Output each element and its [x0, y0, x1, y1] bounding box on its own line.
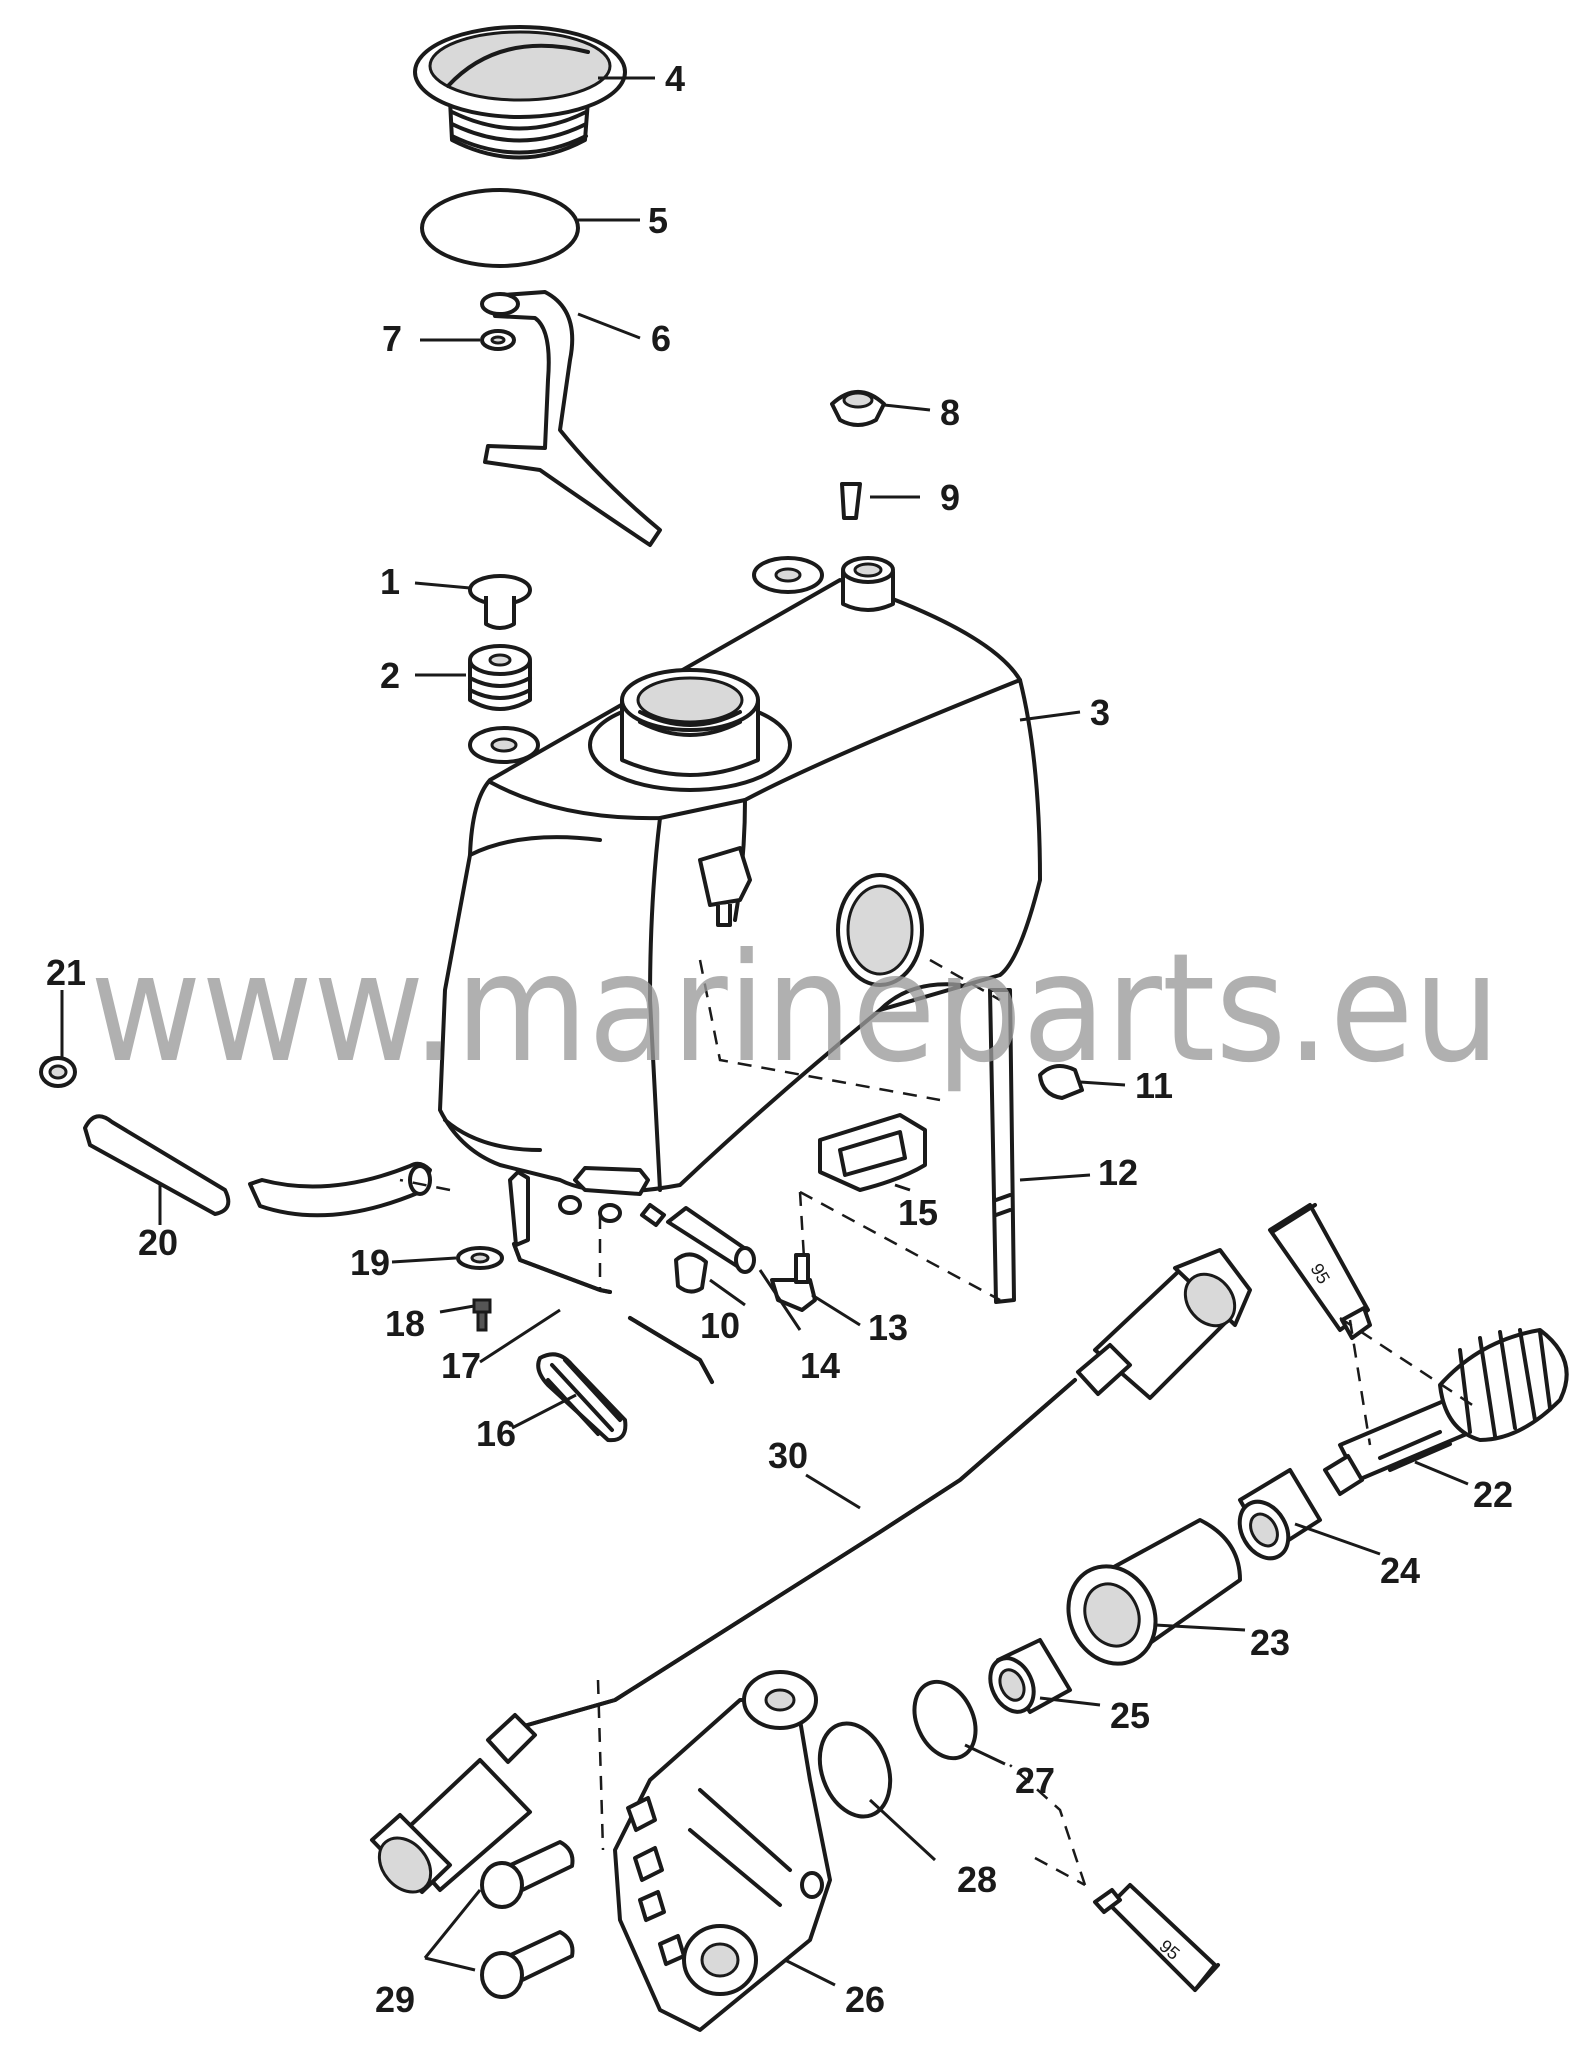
part-3-oil-tank — [438, 556, 1042, 1247]
part-12-rod — [988, 988, 1016, 1304]
part-4-filler-cap — [413, 25, 627, 160]
callout-9: 9 — [940, 477, 960, 518]
part-11-clip — [1038, 1064, 1084, 1100]
part-21-clamp — [39, 1056, 77, 1088]
part-7-washer — [480, 329, 516, 351]
part-9-fitting — [840, 482, 862, 520]
callout-5: 5 — [648, 200, 668, 241]
assembly-guide-lines — [399, 958, 1481, 1887]
callout-17: 17 — [441, 1345, 481, 1386]
part-1-bushing — [468, 574, 532, 630]
part-24-bushing — [1237, 1468, 1322, 1561]
callout-2: 2 — [380, 655, 400, 696]
callout-4: 4 — [665, 58, 685, 99]
callout-19: 19 — [350, 1242, 390, 1283]
callout-18: 18 — [385, 1303, 425, 1344]
callout-23: 23 — [1250, 1622, 1290, 1663]
part-18-screw — [472, 1298, 492, 1332]
part-19-washer — [456, 1246, 504, 1270]
part-27-o-ring — [912, 1679, 978, 1761]
callout-26: 26 — [845, 1979, 885, 2020]
callout-14: 14 — [800, 1345, 840, 1386]
part-26-oil-pump — [613, 1670, 832, 2032]
callout-24: 24 — [1380, 1550, 1420, 1591]
callout-27: 27 — [1015, 1760, 1055, 1801]
callout-29: 29 — [375, 1979, 415, 2020]
part-25-bushing — [988, 1638, 1072, 1714]
part-13-elbow — [770, 1253, 817, 1312]
callout-30: 30 — [768, 1435, 808, 1476]
callout-22: 22 — [1473, 1474, 1513, 1515]
part-23-sleeve — [1066, 1518, 1242, 1666]
callout-21: 21 — [46, 952, 86, 993]
callout-10: 10 — [700, 1305, 740, 1346]
part-20-hose — [83, 1114, 432, 1218]
callout-numbers: 4 5 6 7 8 9 1 2 3 21 11 12 15 20 19 18 1… — [46, 58, 1513, 2020]
part-5-o-ring — [420, 188, 580, 268]
part-2-grommet — [468, 644, 532, 711]
part-28-o-ring — [817, 1721, 893, 1819]
callout-11: 11 — [1135, 1065, 1173, 1106]
callout-20: 20 — [138, 1222, 178, 1263]
part-15-pad — [818, 1113, 927, 1192]
part-10-clamp — [674, 1252, 708, 1294]
callout-8: 8 — [940, 392, 960, 433]
sealant-tube-lower: 95 — [1093, 1883, 1220, 1992]
callout-3: 3 — [1090, 692, 1110, 733]
callout-28: 28 — [957, 1859, 997, 1900]
part-30-harness — [370, 1248, 1252, 1894]
callout-13: 13 — [868, 1307, 908, 1348]
part-14-hose — [666, 1206, 756, 1274]
part-22-gear-shaft — [1323, 1328, 1569, 1496]
callout-1: 1 — [380, 561, 400, 602]
callout-7: 7 — [382, 318, 402, 359]
callout-15: 15 — [898, 1192, 938, 1233]
callout-12: 12 — [1098, 1152, 1138, 1193]
watermark: www.marineparts.eu — [90, 922, 1500, 1096]
leader-lines — [60, 76, 1469, 1987]
sealant-tube-upper: 95 — [1268, 1203, 1372, 1340]
part-29-screws — [480, 1840, 575, 1999]
part-8-cap — [830, 390, 886, 427]
part-16-filter — [536, 1352, 628, 1443]
callout-16: 16 — [476, 1413, 516, 1454]
callout-6: 6 — [651, 318, 671, 359]
part-17-pickup — [512, 1242, 714, 1384]
callout-25: 25 — [1110, 1695, 1150, 1736]
part-6-strap — [480, 290, 662, 547]
